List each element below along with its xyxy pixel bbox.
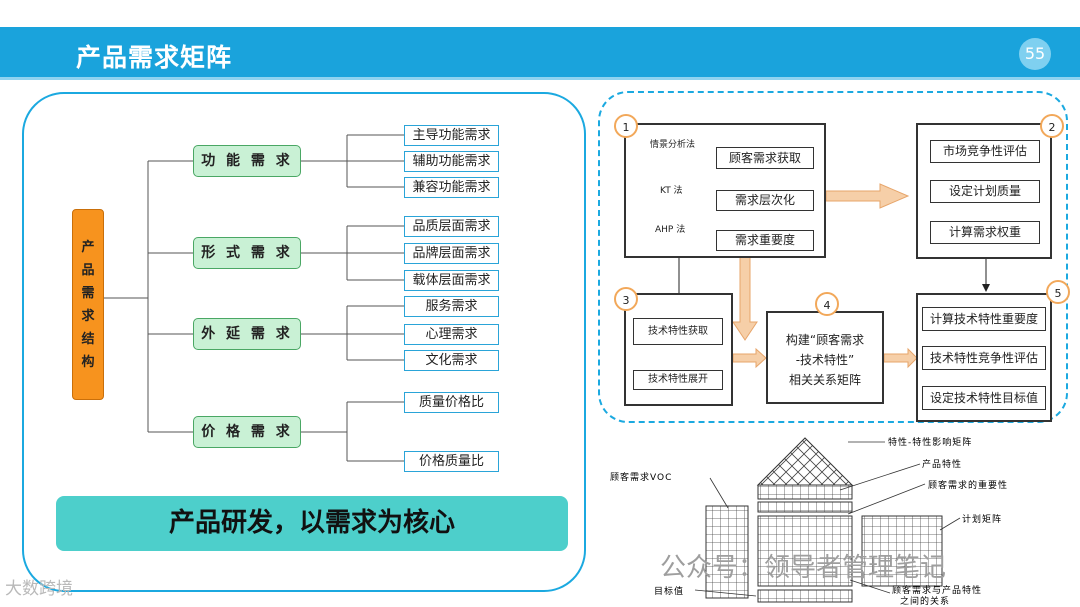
hoq-label: 目标值	[654, 585, 684, 597]
extension-demand-node: 外 延 需 求	[193, 318, 301, 350]
flow-step-box: 计算需求权重	[930, 221, 1040, 244]
leaf-node: 品牌层面需求	[404, 243, 499, 264]
flow-step-box: 设定技术特性目标值	[922, 386, 1046, 410]
flow-step-box: 计算技术特性重要度	[922, 307, 1046, 331]
flow-step-box: 设定计划质量	[930, 180, 1040, 203]
leaf-node: 品质层面需求	[404, 216, 499, 237]
price-demand-node: 价 格 需 求	[193, 416, 301, 448]
leaf-node: 主导功能需求	[404, 125, 499, 146]
hoq-label: 之间的关系	[900, 595, 950, 605]
form-demand-node: 形 式 需 求	[193, 237, 301, 269]
matrix-text-line: 相关关系矩阵	[788, 373, 861, 387]
title-bar-underline	[0, 77, 1080, 80]
leaf-node: 质量价格比	[404, 392, 499, 413]
method-label: KT 法	[660, 186, 683, 196]
product-demand-structure-box: 产 品 需 求 结 构	[72, 209, 104, 400]
root-char: 需	[81, 286, 95, 301]
leaf-node: 服务需求	[404, 296, 499, 317]
watermark-text: 大数跨境	[5, 579, 73, 599]
method-label: 情景分析法	[650, 140, 696, 150]
flow-step-box: 技术特性获取	[633, 318, 723, 345]
qfd-flow-panel	[598, 91, 1068, 423]
root-char: 结	[81, 332, 95, 347]
leaf-node: 文化需求	[404, 350, 499, 371]
demand-structure-panel	[22, 92, 586, 592]
step-number-circle: 4	[815, 292, 839, 316]
leaf-node: 心理需求	[404, 324, 499, 345]
page-title: 产品需求矩阵	[76, 43, 233, 72]
leaf-node: 辅助功能需求	[404, 151, 499, 172]
step-number-circle: 1	[614, 114, 638, 138]
leaf-node: 价格质量比	[404, 451, 499, 472]
hoq-label: 计划矩阵	[962, 513, 1002, 525]
method-label: AHP 法	[655, 225, 686, 235]
root-char: 求	[81, 309, 95, 324]
matrix-text-line: 构建“顾客需求	[785, 333, 865, 347]
hoq-label: 顾客需求VOC	[610, 471, 672, 483]
step-number-circle: 2	[1040, 114, 1064, 138]
flow-step-box: 顾客需求获取	[716, 147, 814, 169]
leaf-node: 载体层面需求	[404, 270, 499, 291]
matrix-text-line: -技术特性”	[795, 353, 855, 367]
core-slogan-banner: 产品研发，以需求为核心	[56, 496, 568, 551]
flow-step-box: 市场竞争性评估	[930, 140, 1040, 163]
root-char: 产	[81, 240, 95, 255]
hoq-label: 特性-特性影响矩阵	[888, 436, 972, 448]
watermark-text: 公众号：领导者管理笔记	[660, 553, 947, 583]
flow-step-box: 需求层次化	[716, 190, 814, 211]
hoq-label: 顾客需求的重要性	[928, 479, 1008, 491]
flow-step-box: 需求重要度	[716, 230, 814, 251]
function-demand-node: 功 能 需 求	[193, 145, 301, 177]
house-of-quality-diagram: 特性-特性影响矩阵 产品特性 顾客需求VOC 顾客需求的重要性 计划矩阵 目标值…	[610, 436, 1008, 605]
root-char: 品	[81, 263, 95, 278]
flow-step-box: 技术特性展开	[633, 370, 723, 390]
step-number-circle: 5	[1046, 280, 1070, 304]
hoq-label: 顾客需求与产品特性	[892, 584, 982, 596]
title-bar	[0, 27, 1080, 77]
flow-step-box: 技术特性竞争性评估	[922, 346, 1046, 370]
step-number-circle: 3	[614, 287, 638, 311]
page-number-badge: 55	[1019, 38, 1051, 70]
relation-matrix-block: 构建“顾客需求 -技术特性” 相关关系矩阵	[766, 311, 884, 404]
leaf-node: 兼容功能需求	[404, 177, 499, 198]
root-char: 构	[81, 355, 95, 370]
hoq-label: 产品特性	[922, 458, 962, 470]
